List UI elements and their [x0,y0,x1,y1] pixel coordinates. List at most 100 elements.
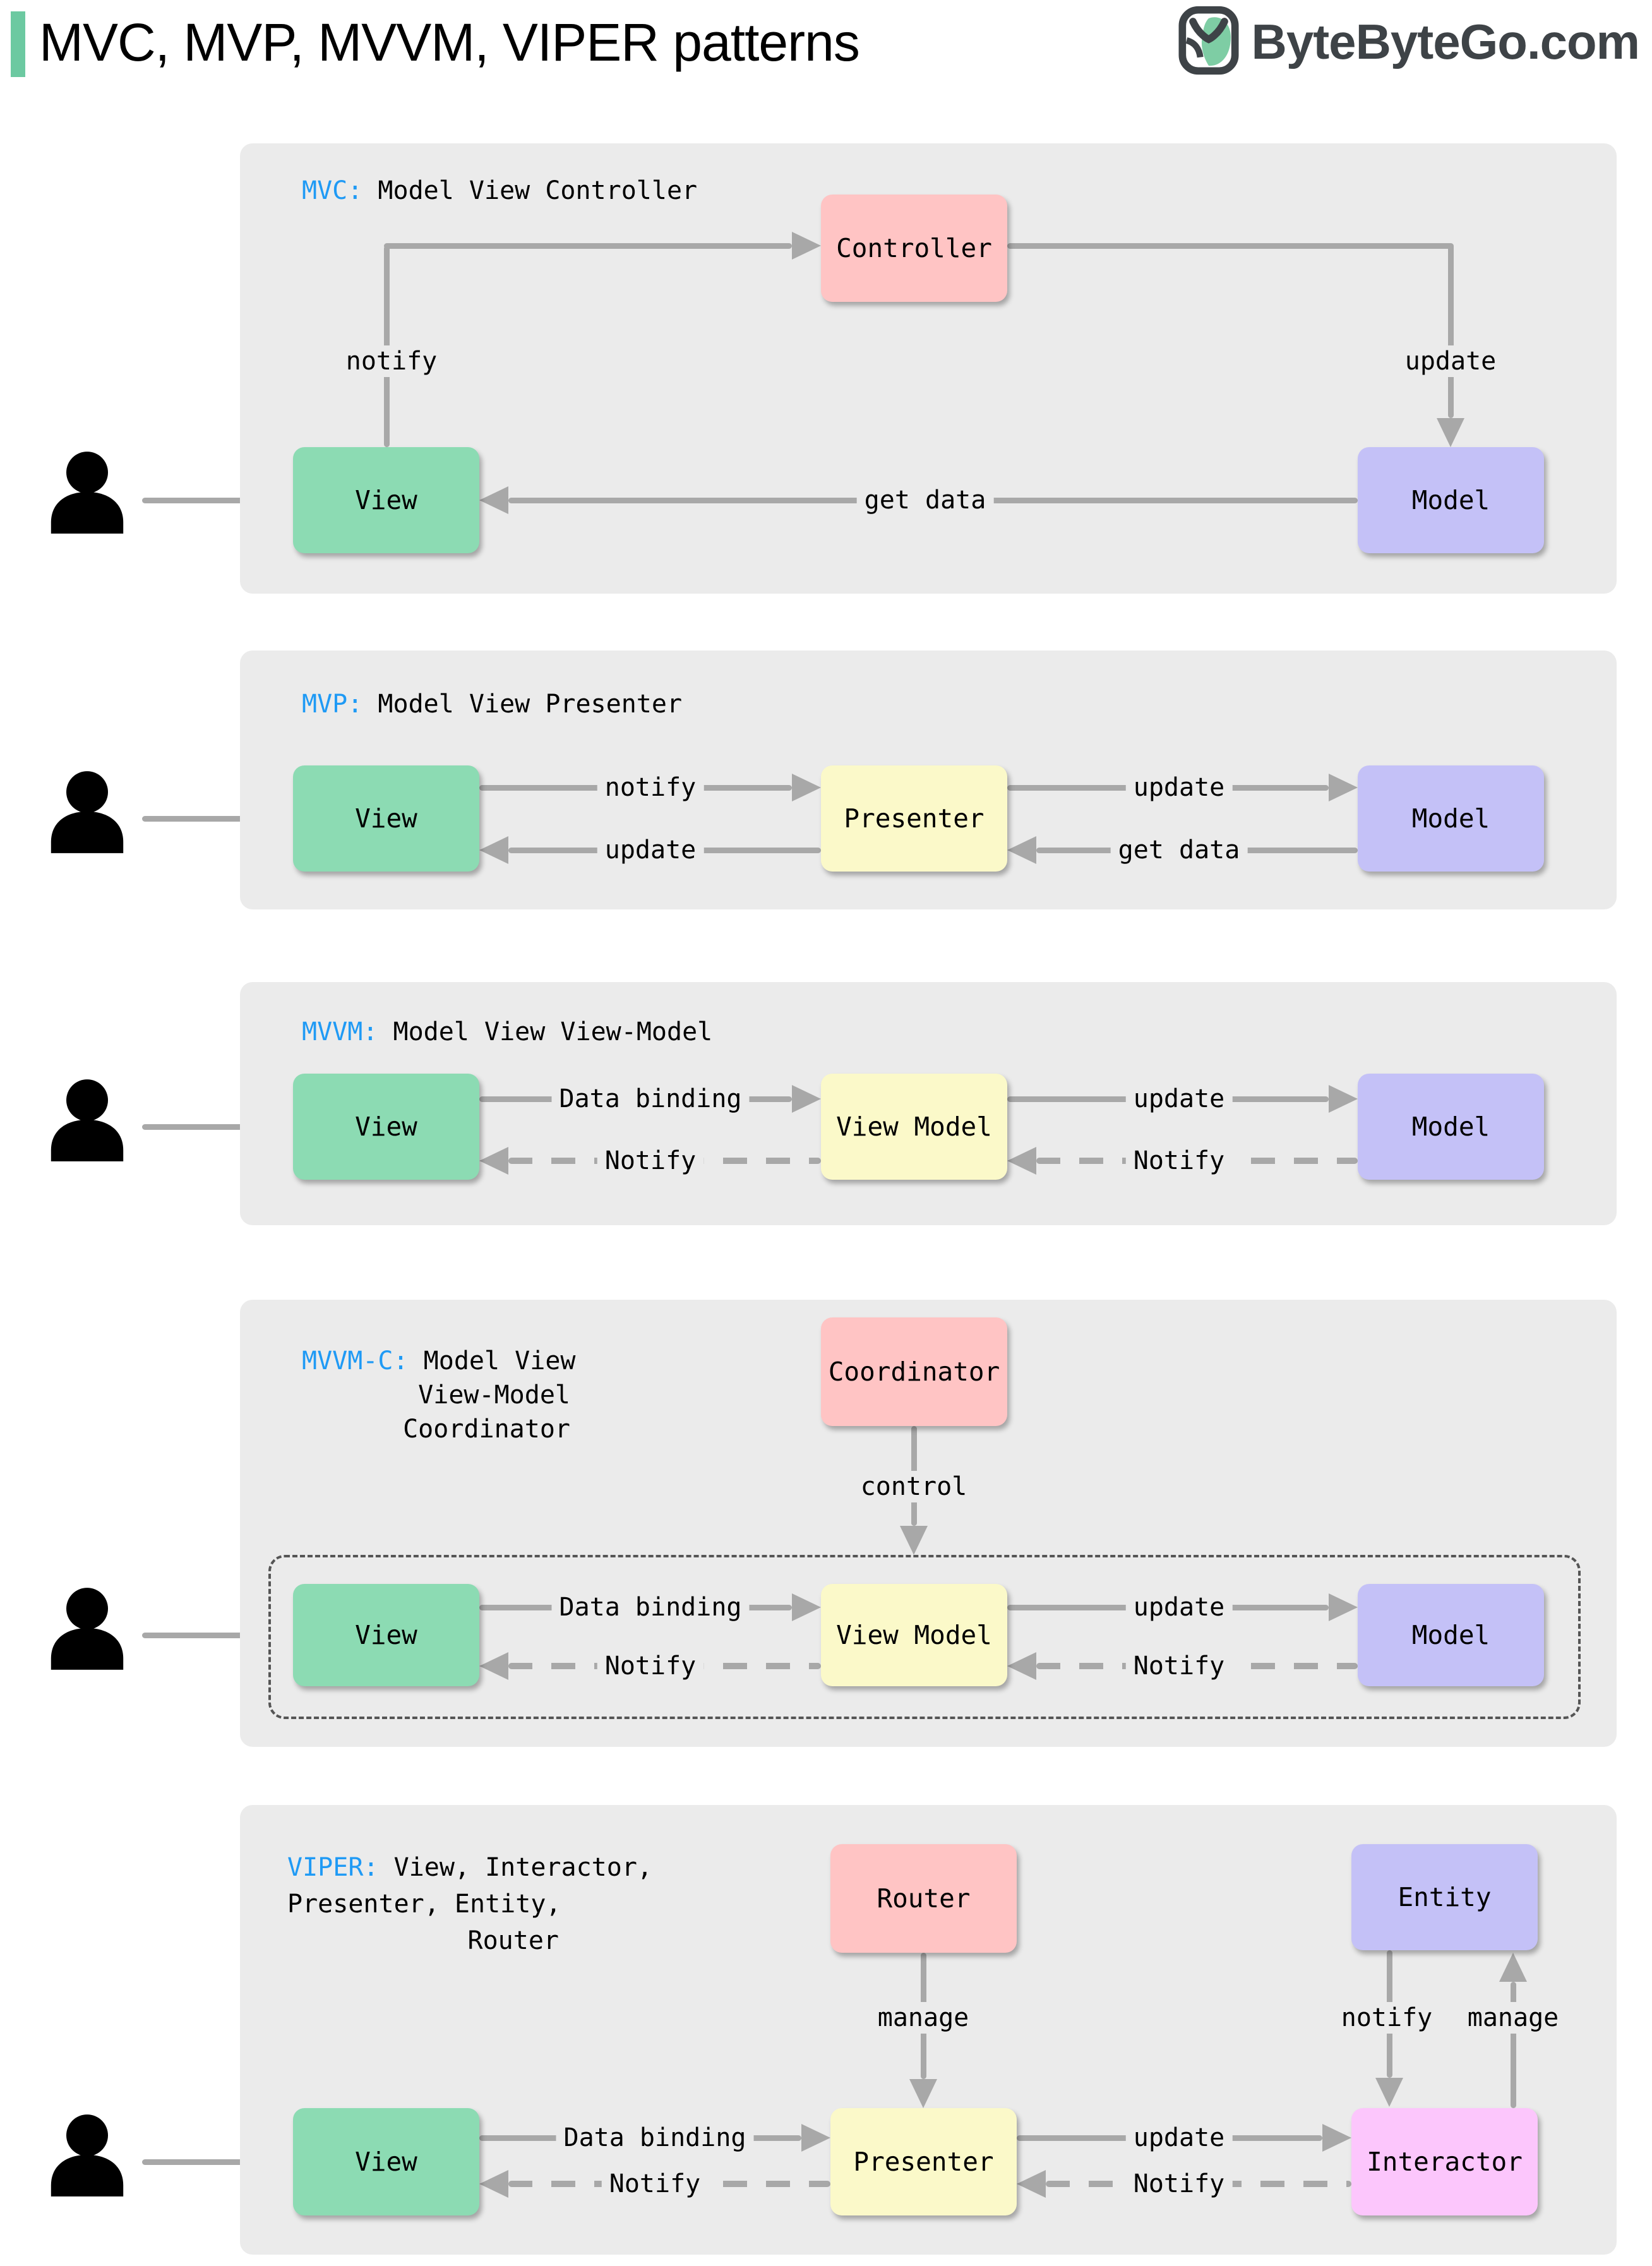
box-view-model: View Model [821,1584,1007,1686]
bytebytego-logo: ByteByteGo.com [1177,4,1640,80]
box-view: View [293,1074,479,1180]
label-update: update [597,834,704,866]
arrowhead-right-icon [792,232,821,260]
panel-mvvm: MVVM: Model View View-Model View View Mo… [240,982,1617,1225]
label-update: update [1125,1083,1233,1115]
user-icon [45,2114,129,2197]
label-notify: Notify [1125,1145,1233,1177]
box-view: View [293,1584,479,1686]
bytebytego-bird-icon [1177,4,1240,79]
arrowhead-right-icon [1322,2124,1351,2152]
arrowhead-down-icon [900,1526,928,1555]
label-data-binding: Data binding [551,1083,750,1115]
panel-mvvm-title: MVVM: Model View View-Model [302,1015,712,1049]
panel-mvc: MVC: Model View Controller Controller Vi… [240,143,1617,594]
label-data-binding: Data binding [556,2122,754,2154]
acronym-mvc: MVC: [302,176,363,205]
title-line1: Model View [408,1346,576,1376]
label-notify: Notify [601,2168,709,2200]
title-line2: View-Model [418,1381,570,1410]
box-coordinator: Coordinator [821,1317,1007,1426]
notify-line-horizontal [384,243,792,249]
page-title: MVC, MVP, MVVM, VIPER patterns [39,12,860,72]
box-controller: Controller [821,195,1007,302]
arrowhead-right-icon [1329,1085,1358,1113]
box-presenter: Presenter [821,765,1007,872]
box-model: Model [1358,447,1544,553]
user-to-view-arrow-line [142,498,266,503]
box-entity: Entity [1351,1844,1538,1950]
acronym-viper: VIPER: [287,1853,379,1882]
title-line3: Coordinator [403,1415,570,1444]
label-notify: Notify [597,1650,704,1682]
acronym-mvvm-c: MVVM-C: [302,1346,409,1376]
arrowhead-left-icon [1017,2170,1046,2198]
arrowhead-down-icon [1437,418,1464,447]
arrowhead-down-icon [909,2079,937,2108]
user-icon [45,770,129,854]
label-notify: notify [597,772,704,803]
box-interactor: Interactor [1351,2108,1538,2215]
user-to-view-arrow-line [142,2159,266,2165]
label-notify: notify [338,345,445,377]
mvvm-group-outline [268,1555,1581,1719]
title-accent-bar [11,11,25,77]
arrowhead-left-icon [479,2170,508,2198]
title-line2: Presenter, Entity, [287,1890,561,1919]
box-model: Model [1358,765,1544,872]
panel-viper: VIPER: View, Interactor, Presenter, Enti… [240,1805,1617,2255]
user-icon [45,451,129,534]
label-notify: Notify [597,1145,704,1177]
arrowhead-right-icon [792,1085,821,1113]
arrowhead-left-icon [479,1652,508,1680]
update-line-horizontal [1007,243,1453,249]
label-update: update [1125,1592,1233,1623]
title-line3: Router [467,1926,560,1955]
arrowhead-right-icon [792,774,821,801]
manage-line [1511,1982,1516,2108]
box-view: View [293,2108,479,2215]
label-data-binding: Data binding [551,1592,750,1623]
arrowhead-right-icon [792,1593,821,1621]
label-notify: Notify [1125,1650,1233,1682]
acronym-mvvm: MVVM: [302,1017,378,1046]
arrowhead-right-icon [1329,1593,1358,1621]
arrowhead-right-icon [1329,774,1358,801]
arrowhead-up-icon [1499,1953,1527,1982]
update-line-vertical [1448,243,1454,418]
arrowhead-down-icon [1375,2078,1403,2107]
panel-mvc-title-rest: Model View Controller [362,176,698,205]
arrowhead-left-icon [479,836,508,864]
label-manage: manage [870,2002,977,2034]
label-notify: notify [1333,2002,1440,2034]
arrowhead-left-icon [479,486,508,514]
arrowhead-right-icon [801,2124,830,2152]
user-to-view-arrow-line [142,1124,266,1130]
label-control: control [853,1471,975,1502]
logo-text: ByteByteGo.com [1251,13,1640,69]
box-presenter: Presenter [830,2108,1017,2215]
title-line1: View, Interactor, [378,1853,652,1882]
panel-mvp-title: MVP: Model View Presenter [302,687,682,721]
box-view: View [293,765,479,872]
user-to-view-arrow-line [142,1633,266,1638]
box-view-model: View Model [821,1074,1007,1180]
panel-mvp-title-rest: Model View Presenter [362,690,683,719]
user-icon [45,1587,129,1670]
label-get-data: get data [1110,834,1248,866]
box-router: Router [830,1844,1017,1953]
label-update: update [1397,345,1504,377]
label-notify: Notify [1125,2168,1233,2200]
arrowhead-left-icon [1007,836,1036,864]
panel-mvp: MVP: Model View Presenter View Presenter… [240,650,1617,909]
box-model: Model [1358,1074,1544,1180]
panel-mvvm-c-title: MVVM-C: Model View View-Model Coordinato… [302,1344,575,1446]
box-model: Model [1358,1584,1544,1686]
label-update: update [1125,772,1233,803]
user-to-view-arrow-line [142,816,266,822]
arrowhead-left-icon [479,1147,508,1175]
panel-mvvm-title-rest: Model View View-Model [378,1017,713,1046]
label-update: update [1125,2122,1233,2154]
label-get-data: get data [856,484,994,516]
